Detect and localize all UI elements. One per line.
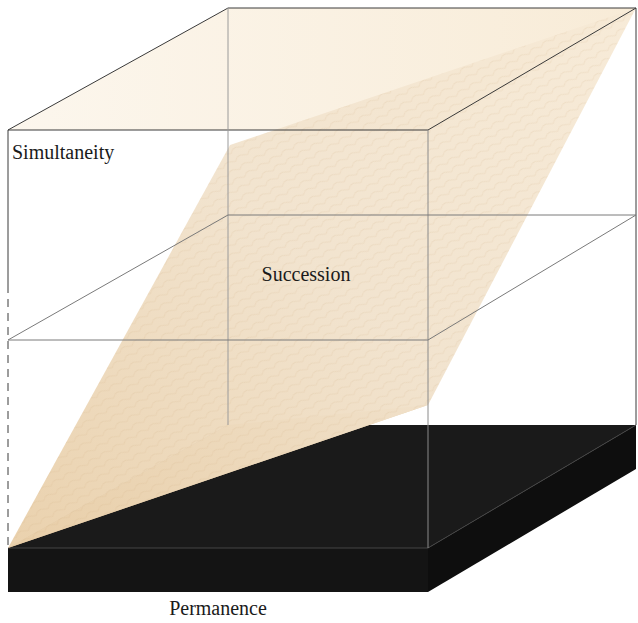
cube-wireframe <box>8 8 636 548</box>
level-label: Permanence <box>169 596 267 620</box>
plane-texture <box>8 8 636 548</box>
slab-front <box>8 548 428 592</box>
slab-side <box>428 425 636 592</box>
level-label: Simultaneity <box>12 140 114 164</box>
succession-plane <box>8 8 636 548</box>
level-label: Succession <box>262 262 351 286</box>
